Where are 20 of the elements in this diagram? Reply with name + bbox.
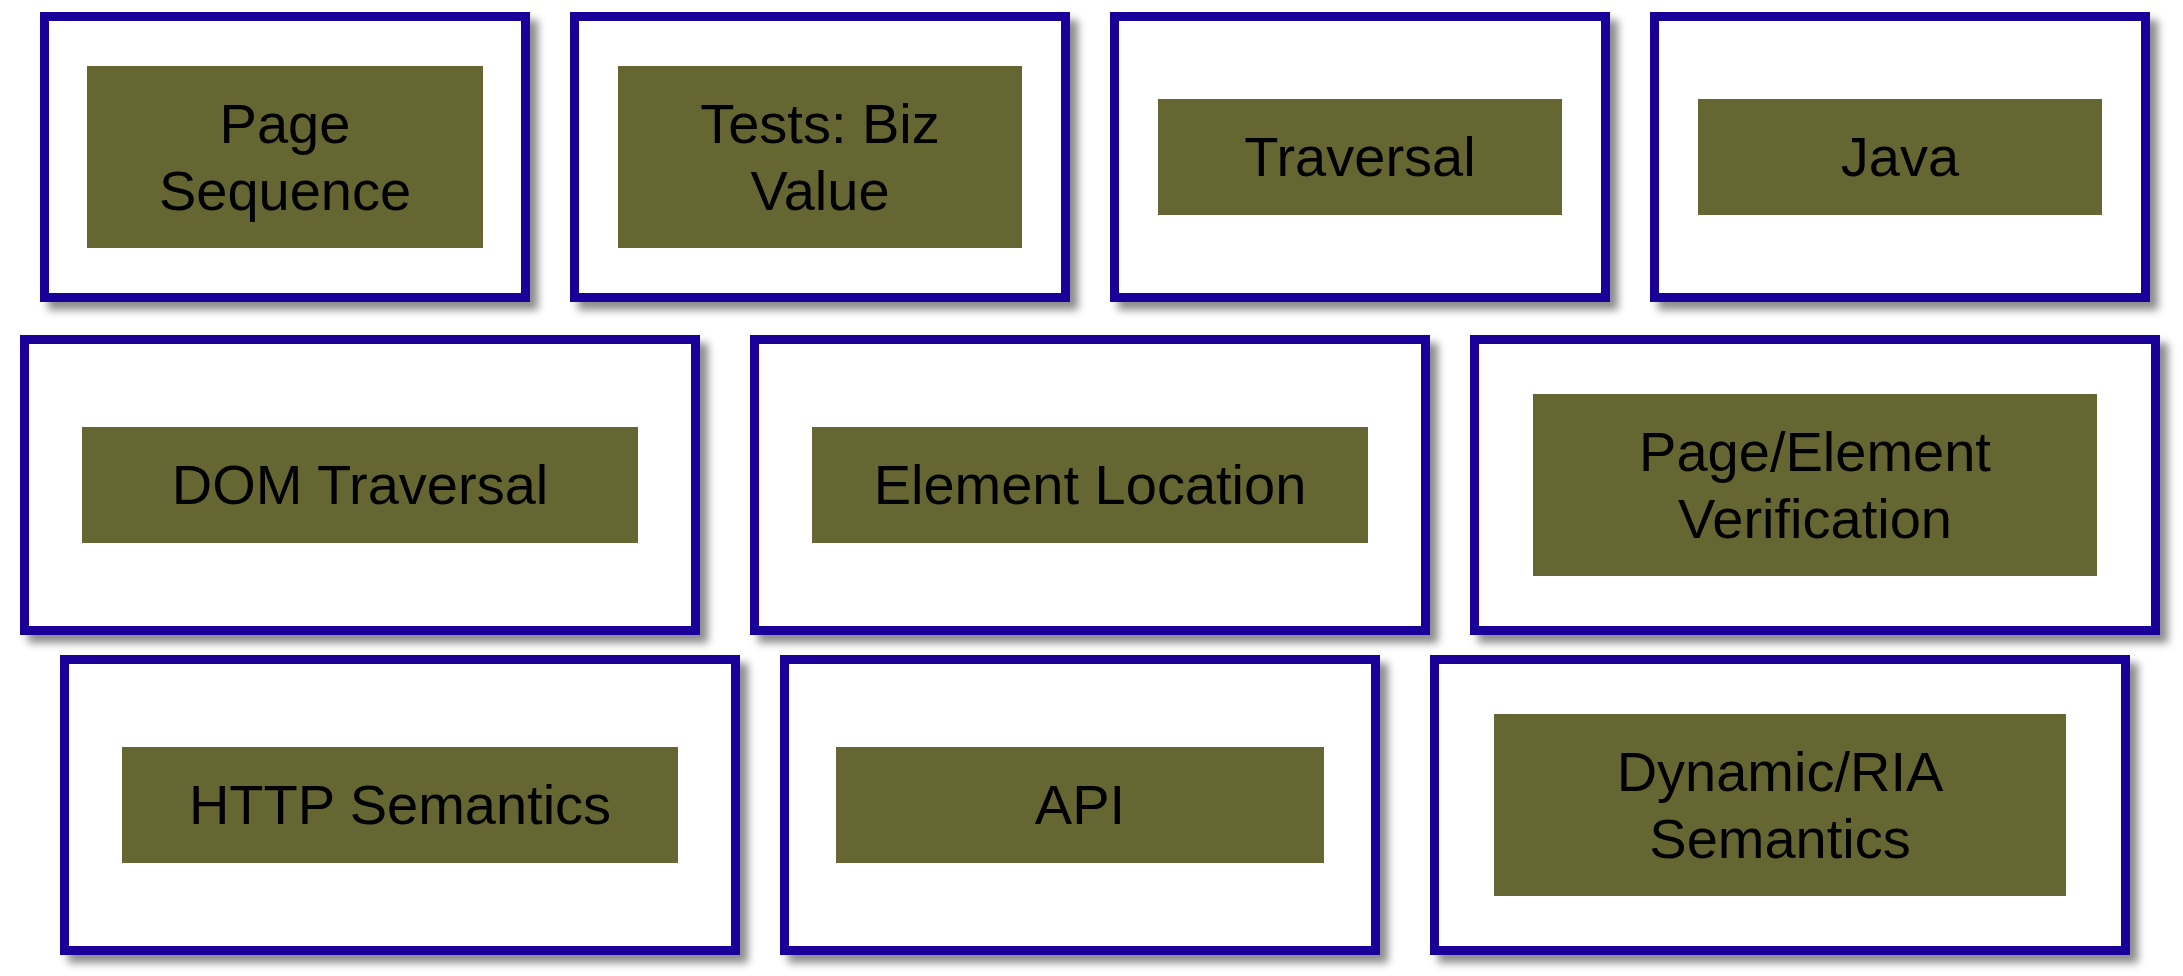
topic-label: Traversal [1157, 99, 1563, 215]
topic-label: Page Sequence [86, 65, 484, 249]
topic-card [1110, 12, 1610, 302]
topic-label: DOM Traversal [81, 427, 639, 543]
topic-label: Java [1697, 99, 2103, 215]
topic-card [1470, 335, 2160, 635]
topic-card [750, 335, 1430, 635]
topic-label: Element Location [811, 427, 1369, 543]
topic-card [60, 655, 740, 955]
topic-label: API [835, 747, 1325, 863]
topic-card [40, 12, 530, 302]
topic-label: Tests: Biz Value [617, 65, 1023, 249]
topic-card [1430, 655, 2130, 955]
topic-label: HTTP Semantics [121, 747, 679, 863]
topic-card [570, 12, 1070, 302]
topic-card [20, 335, 700, 635]
topic-card [780, 655, 1380, 955]
topic-label: Page/Element Verification [1532, 393, 2098, 577]
topic-label: Dynamic/RIA Semantics [1493, 713, 2067, 897]
topic-card [1650, 12, 2150, 302]
